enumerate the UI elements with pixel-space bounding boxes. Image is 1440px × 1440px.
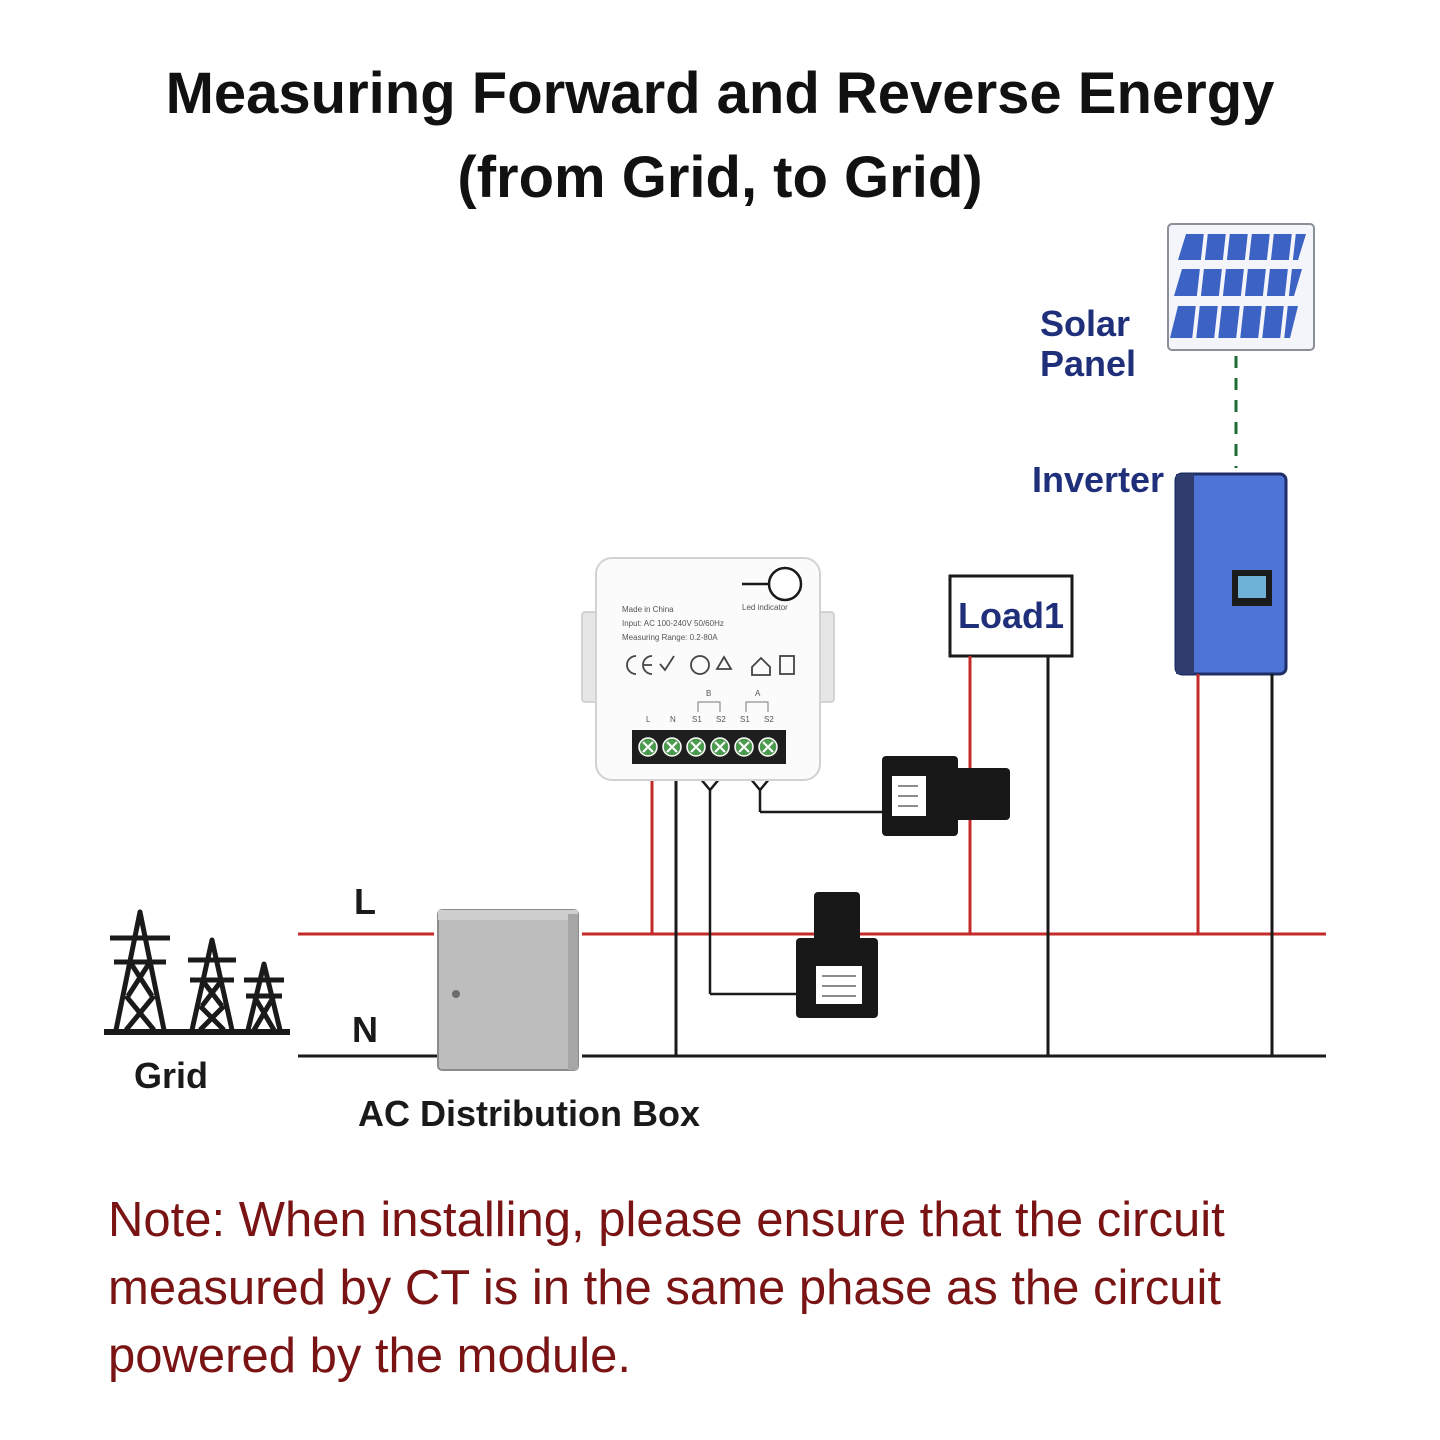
title-line-1: Measuring Forward and Reverse Energy xyxy=(165,61,1275,126)
ct-clamp-load-icon xyxy=(882,756,1010,836)
module-spec-line-3: Measuring Range: 0.2-80A xyxy=(622,633,718,642)
terminal-label-b-s2: S2 xyxy=(716,715,726,724)
ac-distribution-box-icon xyxy=(437,909,579,1071)
solar-panel-icon xyxy=(1167,223,1315,351)
channel-a-label: A xyxy=(755,689,761,698)
load-box xyxy=(948,574,1074,658)
module-spec-line-2: Input: AC 100-240V 50/60Hz xyxy=(622,619,724,628)
grid-tower-icon xyxy=(104,909,290,1035)
channel-b-label: B xyxy=(706,689,711,698)
neutral-wire-main xyxy=(298,656,1326,1058)
inverter-label: Inverter xyxy=(1032,459,1164,500)
title-line-2: (from Grid, to Grid) xyxy=(457,145,983,210)
live-wire-label: L xyxy=(354,881,376,922)
ac-distribution-box-label: AC Distribution Box xyxy=(358,1093,700,1134)
certification-marks-icon xyxy=(626,655,795,676)
module-spec-line-1: Made in China xyxy=(622,605,674,614)
module-led-label: Led indicator xyxy=(742,603,788,612)
solar-panel-label-line-2: Panel xyxy=(1040,343,1136,384)
ct-lead-wires xyxy=(699,777,884,996)
note-line-1: Note: When installing, please ensure tha… xyxy=(108,1193,1225,1247)
energy-meter-module: Led indicator Made in China Input: AC 10… xyxy=(581,557,835,781)
neutral-wire-label: N xyxy=(352,1009,378,1050)
inverter-icon xyxy=(1174,472,1288,676)
solar-panel-label-line-1: Solar xyxy=(1040,303,1130,344)
diagram-title: Measuring Forward and Reverse Energy (fr… xyxy=(0,52,1440,220)
terminal-label-n: N xyxy=(670,715,676,724)
led-indicator-icon xyxy=(767,566,803,602)
grid-label: Grid xyxy=(134,1055,208,1096)
terminal-label-a-s2: S2 xyxy=(764,715,774,724)
load-label: Load1 xyxy=(958,595,1064,636)
installation-note: Note: When installing, please ensure tha… xyxy=(108,1186,1348,1390)
terminal-label-l: L xyxy=(646,715,651,724)
note-line-2: measured by CT is in the same phase as t… xyxy=(108,1261,1222,1315)
note-line-3: powered by the module. xyxy=(108,1329,631,1383)
terminal-label-b-s1: S1 xyxy=(692,715,702,724)
ct-clamp-grid-icon xyxy=(796,892,878,1018)
terminal-label-a-s1: S1 xyxy=(740,715,750,724)
